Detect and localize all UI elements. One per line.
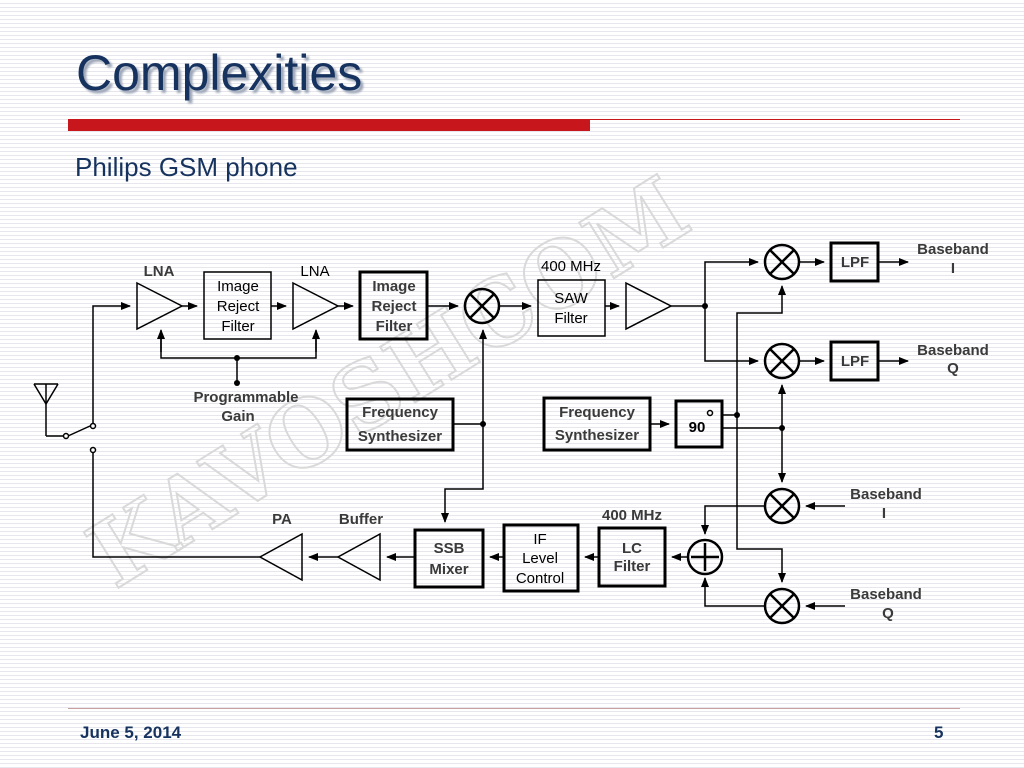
ssb-mixer-label: SSB Mixer <box>429 540 468 578</box>
tx-summer <box>686 538 724 576</box>
pa-amplifier <box>258 532 303 582</box>
title-accent-bar <box>68 119 590 131</box>
svg-text:LC: LC <box>622 540 642 557</box>
svg-text:Q: Q <box>882 605 894 622</box>
page-number: 5 <box>934 723 944 742</box>
image-reject-filter-1-label: Image Reject Filter <box>217 278 260 335</box>
lna2-label: LNA <box>300 263 329 280</box>
svg-text:IF: IF <box>533 531 546 548</box>
phase-90-label: 90 <box>689 419 706 436</box>
svg-text:Baseband: Baseband <box>917 241 989 258</box>
lpf-q-label: LPF <box>841 353 869 370</box>
svg-text:Filter: Filter <box>221 318 254 335</box>
svg-text:Synthesizer: Synthesizer <box>555 427 639 444</box>
svg-text:Control: Control <box>516 570 564 587</box>
svg-text:Filter: Filter <box>554 310 587 327</box>
svg-text:Filter: Filter <box>376 318 413 335</box>
svg-text:Baseband: Baseband <box>917 342 989 359</box>
frequency-synthesizer-2-label: Frequency Synthesizer <box>555 404 639 444</box>
baseband-i-in-label: Baseband I <box>850 486 922 522</box>
rx-freq-label: 400 MHz <box>541 258 601 275</box>
lpf-i-label: LPF <box>841 254 869 271</box>
svg-text:Baseband: Baseband <box>850 586 922 603</box>
title-underline <box>590 119 960 120</box>
svg-text:Image: Image <box>372 278 415 295</box>
frequency-synthesizer-1-label: Frequency Synthesizer <box>358 404 442 445</box>
svg-text:SSB: SSB <box>434 540 465 557</box>
tx-freq-label: 400 MHz <box>602 507 662 524</box>
svg-text:SAW: SAW <box>554 290 588 307</box>
svg-text:Filter: Filter <box>614 558 651 575</box>
svg-text:Frequency: Frequency <box>362 404 439 421</box>
if-amplifier <box>625 281 673 331</box>
svg-text:Image: Image <box>217 278 259 295</box>
ssb-mixer <box>413 528 485 589</box>
svg-text:Gain: Gain <box>221 408 254 425</box>
watermark: KAVOSHCOM <box>70 156 706 608</box>
lna1-label: LNA <box>144 263 175 280</box>
rx-q-mixer <box>763 342 801 380</box>
buffer-amplifier <box>336 532 381 582</box>
svg-text:I: I <box>882 505 886 522</box>
phase-shifter-90 <box>674 399 724 449</box>
svg-text:Synthesizer: Synthesizer <box>358 428 442 445</box>
antenna-icon <box>33 383 91 437</box>
svg-text:Mixer: Mixer <box>429 561 468 578</box>
pa-label: PA <box>272 511 292 528</box>
saw-filter <box>537 279 606 337</box>
slide-subtitle: Philips GSM phone <box>75 152 298 182</box>
svg-text:Baseband: Baseband <box>850 486 922 503</box>
buffer-label: Buffer <box>339 511 383 528</box>
programmable-gain-label: Programmable Gain <box>193 389 298 425</box>
image-reject-filter-2-label: Image Reject Filter <box>371 278 416 335</box>
baseband-q-in-label: Baseband Q <box>850 586 922 622</box>
tx-i-mixer <box>763 487 801 525</box>
lna2-amplifier <box>292 281 340 331</box>
if-level-control-label: IF Level Control <box>516 531 564 587</box>
tx-q-mixer <box>763 587 801 625</box>
if-level-control <box>502 523 580 593</box>
svg-text:Level: Level <box>522 550 558 567</box>
lc-filter <box>597 526 667 588</box>
baseband-i-out-label: Baseband I <box>917 241 989 277</box>
lc-filter-label: LC Filter <box>614 540 651 575</box>
svg-text:I: I <box>951 260 955 277</box>
lna1-amplifier <box>136 281 184 331</box>
footer-date: June 5, 2014 <box>80 723 182 742</box>
svg-text:Q: Q <box>947 360 959 377</box>
svg-text:Programmable: Programmable <box>193 389 298 406</box>
svg-text:Reject: Reject <box>217 298 260 315</box>
saw-filter-label: SAW Filter <box>554 290 588 327</box>
rx-i-mixer <box>763 243 801 281</box>
footer-divider <box>68 708 960 709</box>
svg-text:Reject: Reject <box>371 298 416 315</box>
svg-text:Frequency: Frequency <box>559 404 636 421</box>
baseband-q-out-label: Baseband Q <box>917 342 989 377</box>
slide-title: Complexities <box>76 45 363 101</box>
